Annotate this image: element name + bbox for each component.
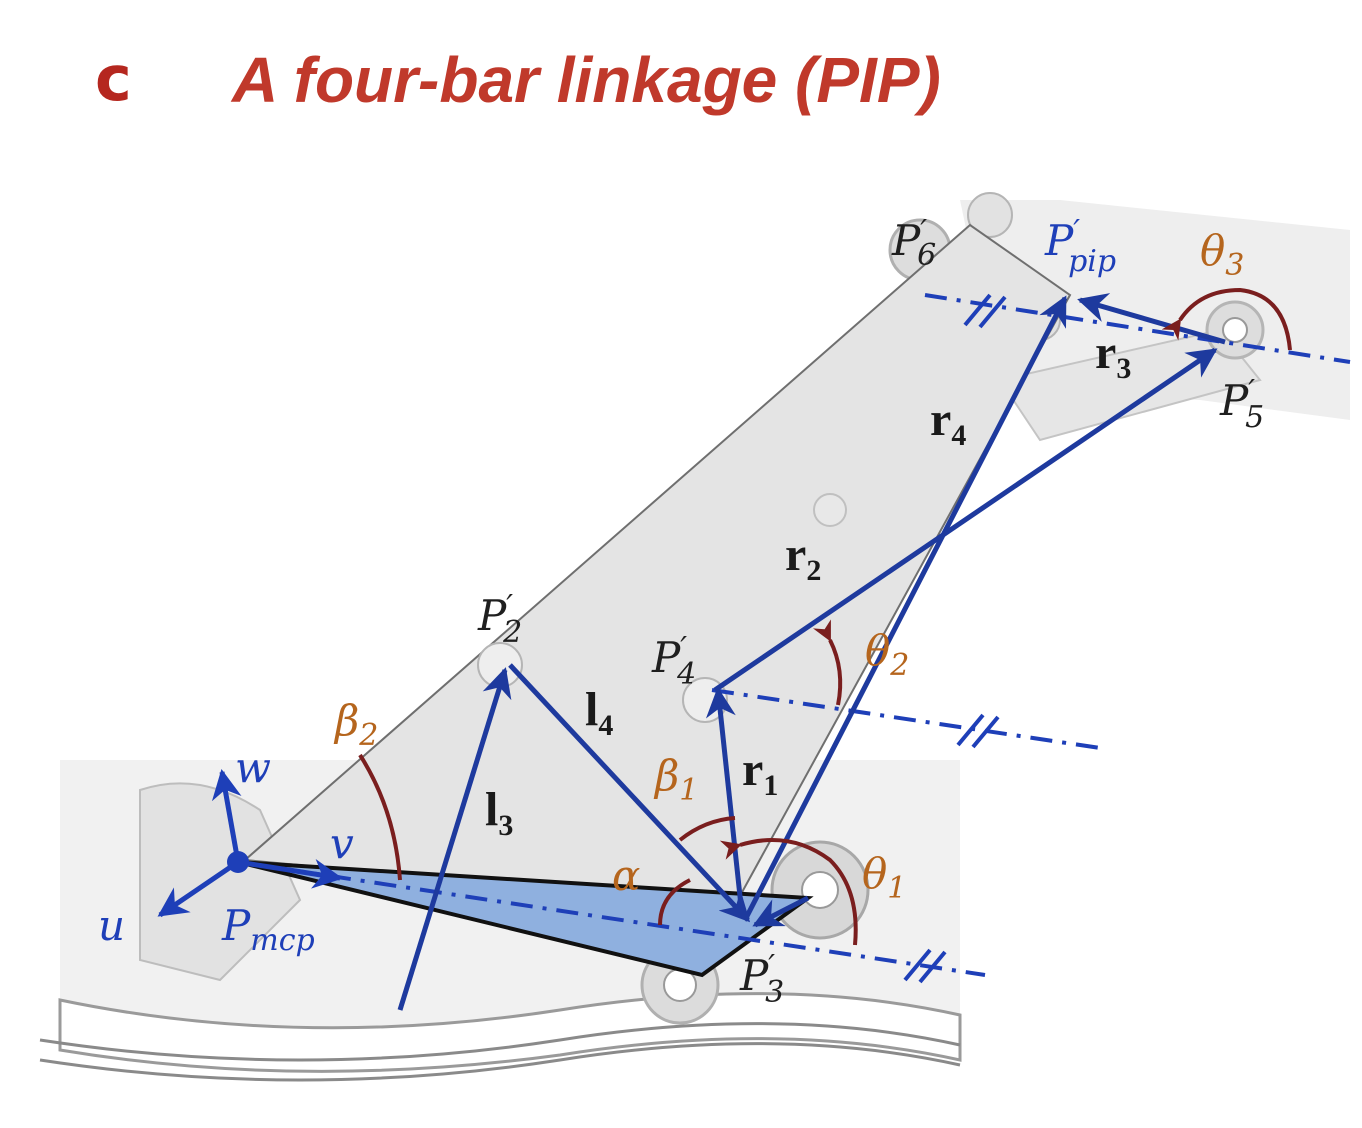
vector-r1 [705, 687, 745, 916]
label-p3: P′3 [739, 949, 784, 1010]
label-p5: P′5 [1219, 374, 1264, 435]
arc-beta1 [678, 816, 736, 842]
label-r2: r2 [785, 528, 821, 587]
label-r4: r4 [930, 393, 966, 452]
vector-r3 [1077, 293, 1226, 345]
label-r3: r3 [1095, 326, 1131, 385]
arc-beta2 [358, 753, 402, 881]
label-p4: P′4 [651, 631, 696, 692]
label-r1: r1 [742, 743, 778, 802]
arc-theta1 [719, 838, 858, 946]
vector-l4 [508, 663, 751, 923]
reference-lines [237, 293, 1351, 977]
label-l3: l3 [485, 783, 513, 842]
vector-r2 [713, 347, 1218, 693]
mcp-point [227, 851, 249, 873]
label-alpha: α [612, 851, 640, 900]
label-p6: P′6 [891, 214, 936, 273]
joint-mid [813, 493, 847, 527]
label-p-mcp: Pmcp [221, 901, 315, 958]
label-beta1: β1 [653, 751, 698, 808]
diagram-labels: P′6 P′pip θ3 r3 P′5 r4 r2 P′2 P′4 θ2 β2 … [98, 214, 1264, 1010]
label-theta3: θ3 [1200, 226, 1244, 283]
parallel-marks [903, 293, 1007, 984]
vectors [397, 293, 1226, 1011]
panel-letter: c [95, 42, 132, 115]
label-beta2: β2 [333, 696, 378, 753]
base-triangle [237, 860, 814, 978]
vector-r4 [742, 295, 1068, 922]
label-v: v [330, 819, 354, 868]
arc-theta2 [813, 619, 843, 706]
label-theta2: θ2 [865, 626, 909, 683]
angle-arcs [358, 287, 1292, 946]
arc-alpha [658, 878, 691, 926]
label-p2: P′2 [477, 589, 522, 650]
label-l4: l4 [585, 683, 613, 742]
figure-title: A four-bar linkage (PIP) [230, 44, 941, 116]
mcp-frame [157, 769, 343, 918]
arc-theta3 [1161, 287, 1292, 351]
vector-l3 [397, 667, 512, 1011]
label-p-pip: P′pip [1044, 214, 1116, 279]
vector-r-base [752, 895, 810, 928]
label-theta1: θ1 [862, 849, 906, 906]
label-w: w [235, 743, 271, 792]
label-u: u [98, 901, 125, 950]
